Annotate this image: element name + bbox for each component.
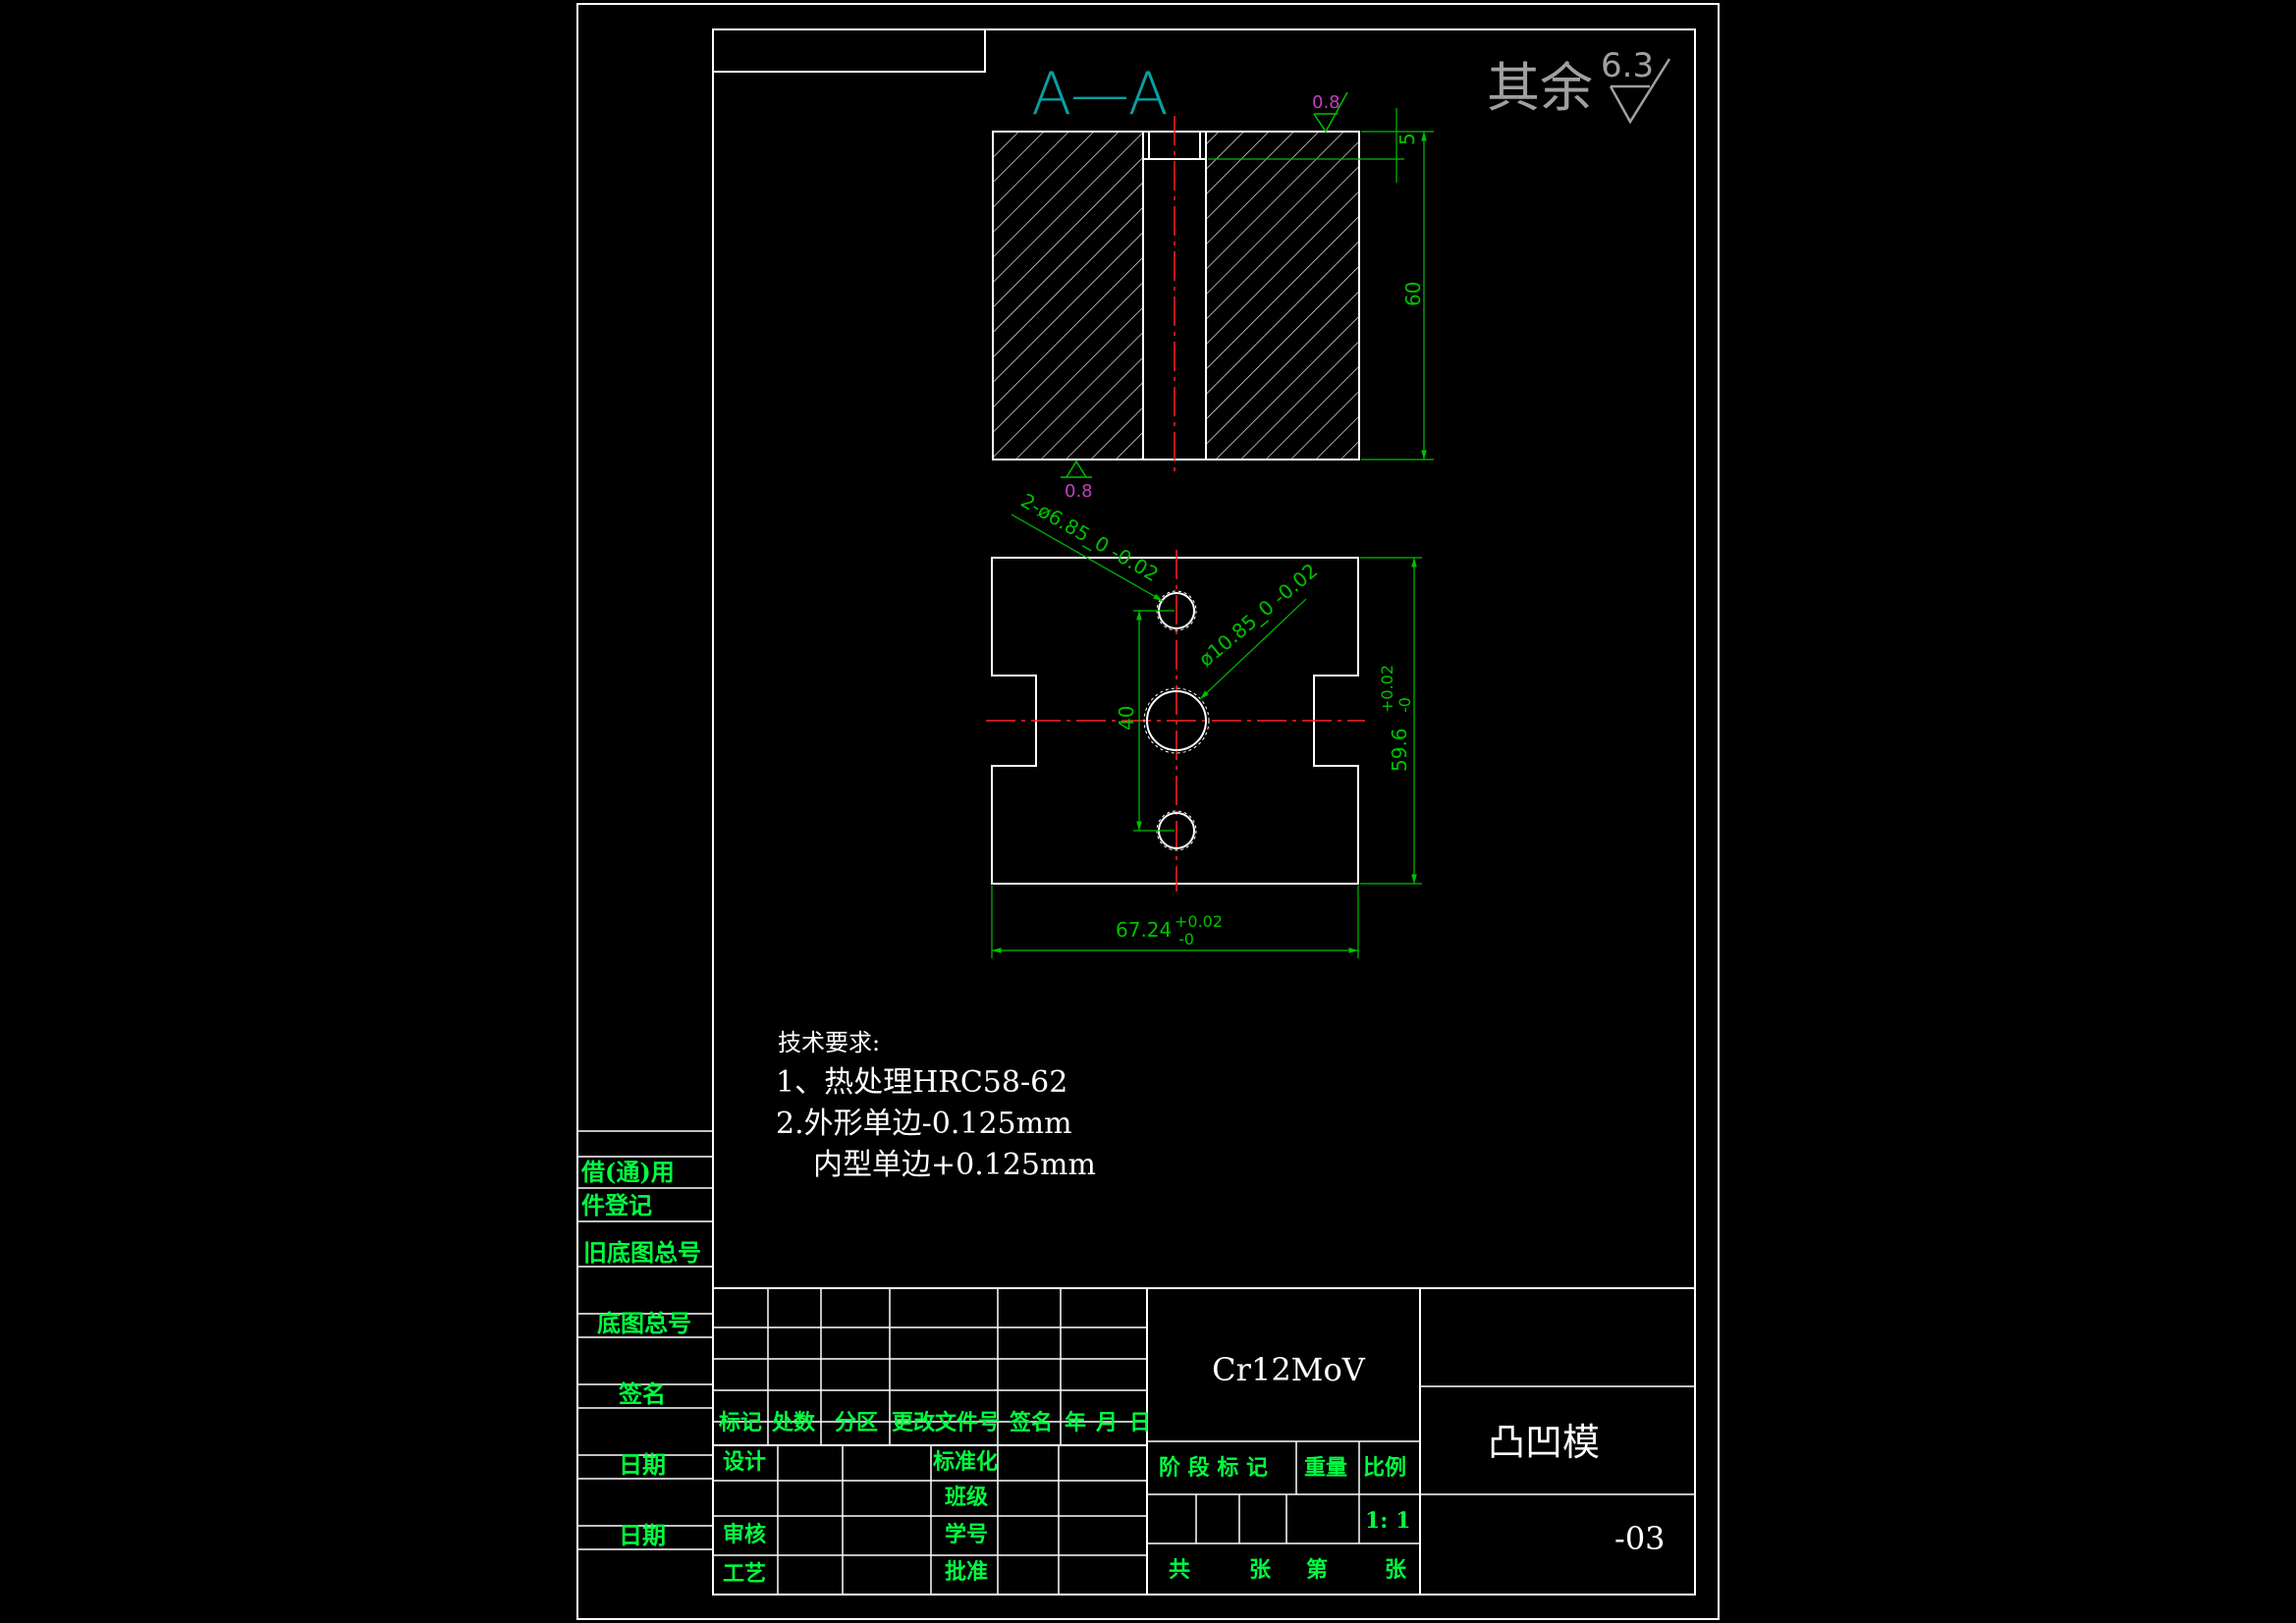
hdr-change-doc: 更改文件号 <box>892 1410 1000 1435</box>
finish-mark-bottom: 0.8 <box>1061 460 1093 502</box>
sheet-total: 共 <box>1169 1557 1190 1583</box>
section-hatch-left <box>993 132 1143 460</box>
side-old-drawing-no: 旧底图总号 <box>583 1238 701 1267</box>
plan-outline <box>991 557 1359 885</box>
center-hole <box>1146 690 1207 751</box>
side-signature: 签名 <box>618 1380 666 1408</box>
outer-border <box>576 3 1720 1620</box>
role-approve: 批准 <box>945 1559 988 1585</box>
section-hatch-right <box>1206 132 1359 460</box>
notes-title: 技术要求: <box>778 1029 880 1056</box>
scale-value: 1: 1 <box>1365 1508 1410 1534</box>
svg-text:0.8: 0.8 <box>1312 92 1340 113</box>
dim-block-width-tol-upper: +0.02 <box>1175 912 1223 931</box>
side-date2: 日期 <box>619 1521 666 1549</box>
roughness-note: 其余 6.3 <box>1487 46 1671 125</box>
notes-line1: 1、热处理HRC58-62 <box>776 1065 1067 1100</box>
hdr-day: 日 <box>1129 1410 1151 1435</box>
side-panel: 借(通)用 件登记 旧底图总号 底图总号 签名 日期 日期 <box>577 1130 713 1550</box>
dim-top-depth: 5 <box>1395 133 1419 145</box>
side-register: 件登记 <box>581 1191 652 1219</box>
roughness-note-value: 6.3 <box>1601 46 1654 85</box>
dim-block-width: 67.24 <box>1116 918 1172 942</box>
hdr-zone: 分区 <box>835 1410 878 1435</box>
stage-label: 阶 段 标 记 <box>1159 1455 1268 1481</box>
role-student-no: 学号 <box>945 1522 988 1547</box>
hdr-sign: 签名 <box>1009 1410 1053 1435</box>
dim-center-hole: ø10.85_0 -0.02 <box>1194 559 1323 672</box>
title-block-text: 标记 处数 分区 更改文件号 签名 年 月 日 设计 审核 工艺 标准化 班级 … <box>719 1351 1666 1587</box>
notes-line3: 内型单边+0.125mm <box>813 1148 1096 1182</box>
sheet-unit: 张 <box>1249 1557 1272 1583</box>
svg-text:0.8: 0.8 <box>1065 481 1093 502</box>
scale-label: 比例 <box>1363 1455 1406 1481</box>
role-process: 工艺 <box>723 1561 766 1587</box>
weight-label: 重量 <box>1304 1455 1347 1481</box>
hdr-year: 年 <box>1065 1410 1086 1435</box>
dim-height: 60 <box>1401 282 1425 306</box>
sheet-unit2: 张 <box>1385 1557 1407 1583</box>
section-view <box>992 116 1360 475</box>
title-block <box>712 1287 1696 1596</box>
side-borrow-use: 借(通)用 <box>580 1158 675 1186</box>
part-name: 凸凹模 <box>1488 1421 1600 1464</box>
dim-block-width-tol-lower: -0 <box>1178 930 1194 948</box>
side-drawing-no: 底图总号 <box>597 1309 691 1337</box>
hdr-mark: 标记 <box>719 1410 762 1435</box>
dim-block-height-tol-upper: +0.02 <box>1378 665 1396 713</box>
role-review: 审核 <box>723 1522 766 1547</box>
role-standardize: 标准化 <box>933 1449 998 1475</box>
material: Cr12MoV <box>1212 1351 1366 1388</box>
dim-small-holes: 2-ø6.85_0 -0.02 <box>1017 489 1163 587</box>
finish-mark-top: 0.8 <box>1312 91 1348 134</box>
side-date1: 日期 <box>619 1450 666 1479</box>
plan-view <box>986 550 1365 892</box>
role-design: 设计 <box>723 1449 766 1475</box>
roughness-symbol-icon <box>1609 58 1671 125</box>
dim-hole-spacing: 40 <box>1115 706 1138 730</box>
role-class: 班级 <box>945 1485 988 1510</box>
notes-line2: 2.外形单边-0.125mm <box>776 1107 1072 1141</box>
hdr-count: 处数 <box>771 1410 816 1435</box>
dim-block-height-tol-lower: -0 <box>1395 697 1414 713</box>
dim-block-height: 59.6 <box>1388 728 1411 772</box>
top-left-label-box <box>713 29 986 73</box>
hdr-month: 月 <box>1095 1410 1118 1435</box>
section-label: A—A <box>1031 60 1168 129</box>
dim-section: 5 60 <box>1208 108 1434 460</box>
drawing-number: -03 <box>1614 1520 1666 1557</box>
roughness-note-text: 其余 <box>1487 57 1593 119</box>
sheet-no: 第 <box>1306 1557 1328 1583</box>
technical-notes: 技术要求: 1、热处理HRC58-62 2.外形单边-0.125mm 内型单边+… <box>776 1029 1096 1182</box>
